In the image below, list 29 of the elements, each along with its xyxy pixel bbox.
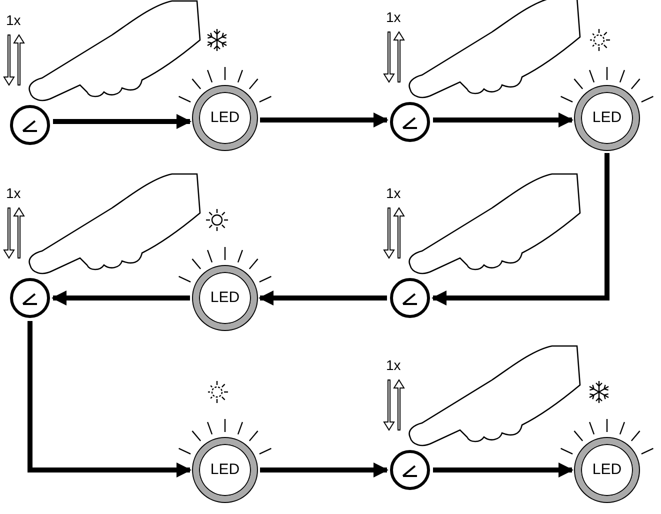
arrow bbox=[260, 112, 388, 128]
led-label: LED bbox=[592, 460, 622, 480]
led-label: LED bbox=[210, 288, 240, 308]
press-count: 1x bbox=[386, 10, 401, 24]
led-ring bbox=[575, 438, 639, 502]
arrow bbox=[28, 321, 192, 478]
led-ring bbox=[193, 438, 257, 502]
press-count: 1x bbox=[6, 13, 21, 27]
push-button bbox=[10, 278, 50, 318]
arrow bbox=[433, 462, 574, 478]
press-count: 1x bbox=[386, 358, 401, 372]
arrow bbox=[433, 112, 574, 128]
push-button bbox=[390, 278, 430, 318]
press-count: 1x bbox=[386, 186, 401, 200]
push-button bbox=[390, 450, 430, 490]
arrow bbox=[432, 153, 610, 306]
led-ring bbox=[193, 266, 257, 330]
arrow bbox=[260, 462, 388, 478]
arrow bbox=[53, 114, 192, 129]
push-button bbox=[10, 105, 50, 145]
led-label: LED bbox=[210, 108, 240, 128]
arrow bbox=[52, 290, 190, 306]
press-count: 1x bbox=[6, 186, 21, 200]
led-ring bbox=[193, 86, 257, 150]
push-button bbox=[390, 102, 430, 142]
led-label: LED bbox=[210, 460, 240, 480]
led-ring bbox=[575, 86, 639, 150]
led-label: LED bbox=[592, 108, 622, 128]
arrow bbox=[258, 290, 387, 306]
